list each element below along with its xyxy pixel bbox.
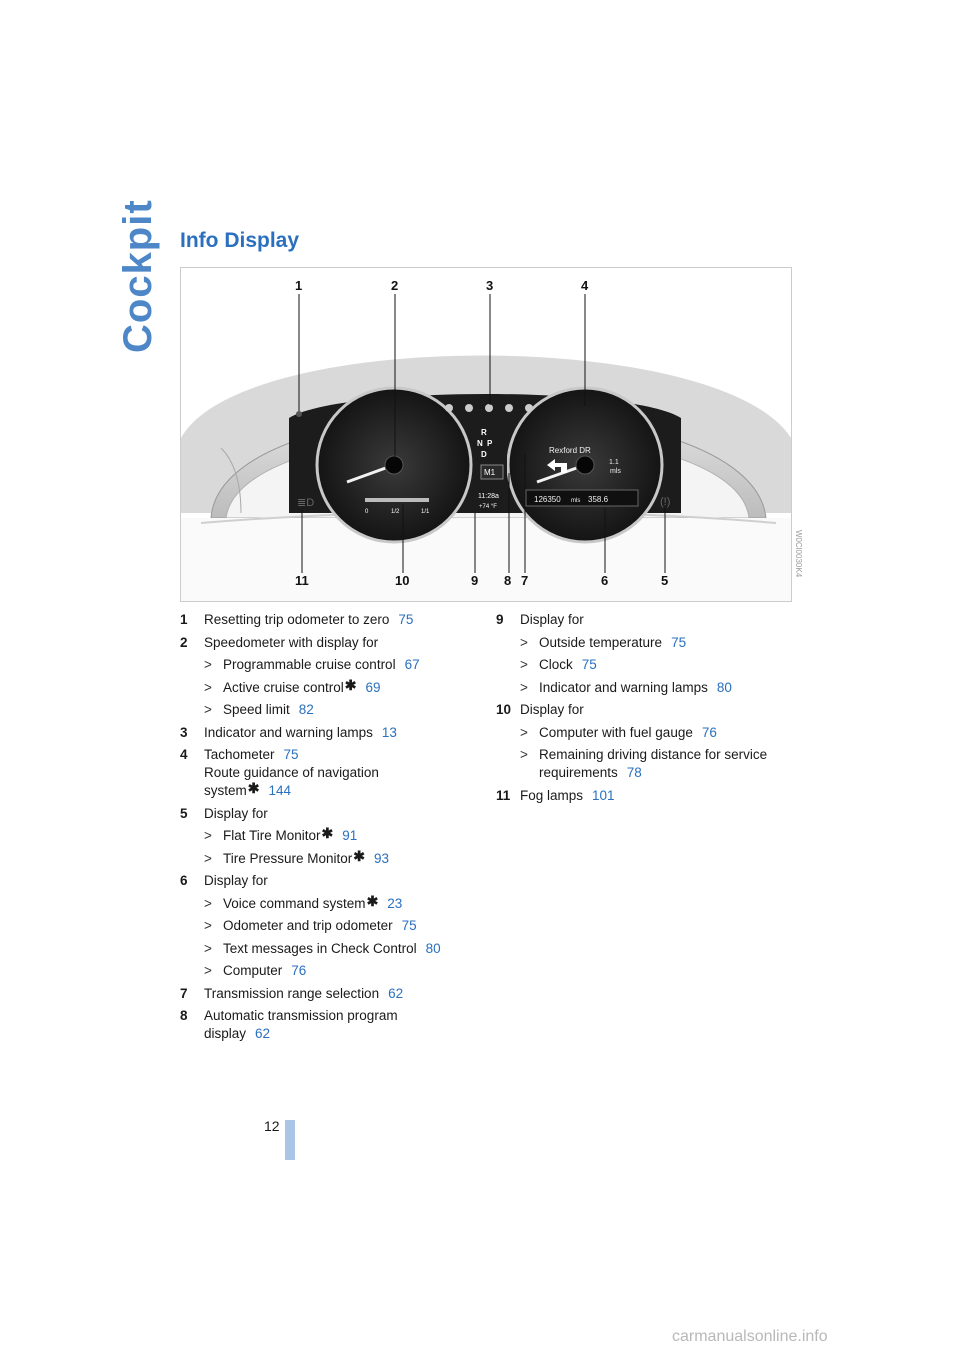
legend-subitem: >Flat Tire Monitor✱91 (204, 825, 358, 843)
fog-lamp-icon: ≣D (297, 497, 314, 509)
section-tab: Cockpit (116, 199, 160, 353)
gear-n: N (477, 439, 483, 448)
page-ref-link[interactable]: 93 (374, 850, 390, 866)
nav-unit: mls (610, 468, 621, 475)
page-ref-link[interactable]: 13 (381, 724, 397, 740)
odometer-value: 126350 (534, 495, 561, 504)
legend-subitem: >Active cruise control✱69 (204, 676, 381, 695)
image-code: W0Cl0030K4 (794, 530, 803, 578)
page-ref-link[interactable]: 78 (626, 765, 642, 780)
page-ref-link[interactable]: 62 (388, 985, 404, 1001)
callout-8: 8 (504, 573, 511, 588)
site-watermark: carmanualsonline.info (672, 1328, 828, 1345)
odometer-unit: mls (571, 498, 580, 504)
callout-7: 7 (521, 573, 528, 588)
page-ref-link[interactable]: 62 (255, 1026, 271, 1041)
callout-9: 9 (471, 573, 478, 588)
gear-r: R (481, 428, 487, 437)
page-ref-link[interactable]: 80 (716, 679, 732, 695)
fuel-full: 1/1 (421, 509, 430, 515)
page-ref-link[interactable]: 76 (701, 724, 717, 740)
callout-4: 4 (581, 278, 589, 293)
page-ref-link[interactable]: 75 (283, 747, 299, 762)
callout-2: 2 (391, 278, 398, 293)
page-ref-link[interactable]: 144 (268, 783, 292, 798)
legend-subitem: >Tire Pressure Monitor✱93 (204, 847, 390, 866)
page-ref-link[interactable]: 91 (342, 828, 358, 843)
cluster-illustration: Rexford DR 1.1 mls 126350 mls 358.6 R N … (181, 278, 791, 601)
instrument-cluster-figure: Rexford DR 1.1 mls 126350 mls 358.6 R N … (180, 267, 792, 602)
page-title: Info Display (180, 229, 300, 252)
tire-monitor-icon: (!) (660, 496, 670, 508)
trip-value: 358.6 (588, 495, 609, 504)
nav-distance: 1.1 (609, 459, 619, 466)
legend-subitem: >Voice command system✱23 (204, 892, 403, 911)
callout-10: 10 (395, 573, 409, 588)
clock-display: 11:28a (478, 493, 499, 500)
fuel-0: 0 (365, 509, 369, 515)
callout-3: 3 (486, 278, 493, 293)
callout-11: 11 (295, 573, 309, 588)
callout-1: 1 (295, 278, 302, 293)
nav-street: Rexford DR (549, 446, 591, 455)
page-ref-link[interactable]: 82 (298, 702, 314, 717)
callout-5: 5 (661, 573, 668, 588)
callout-6: 6 (601, 573, 608, 588)
page-ref-link[interactable]: 75 (398, 612, 414, 627)
gear-p: P (487, 439, 493, 448)
page-ref-link[interactable]: 101 (592, 787, 615, 803)
page-ref-link[interactable]: 75 (671, 634, 687, 650)
page-number: 12 (264, 1118, 280, 1134)
page-marker-bar (285, 1120, 295, 1160)
page-ref-link[interactable]: 75 (401, 918, 417, 933)
page-ref-link[interactable]: 23 (387, 895, 403, 911)
page-ref-link[interactable]: 69 (365, 679, 381, 695)
fuel-gauge-bar (365, 498, 429, 502)
gear-d: D (481, 450, 487, 459)
page-ref-link[interactable]: 67 (404, 657, 420, 672)
temp-display: +74 °F (479, 504, 497, 510)
page-ref-link[interactable]: 75 (581, 657, 597, 672)
nav-arrow-icon (547, 459, 567, 473)
page-ref-link[interactable]: 80 (425, 940, 441, 956)
program-display: M1 (484, 468, 496, 477)
fuel-half: 1/2 (391, 509, 400, 515)
page-ref-link[interactable]: 76 (291, 963, 307, 978)
